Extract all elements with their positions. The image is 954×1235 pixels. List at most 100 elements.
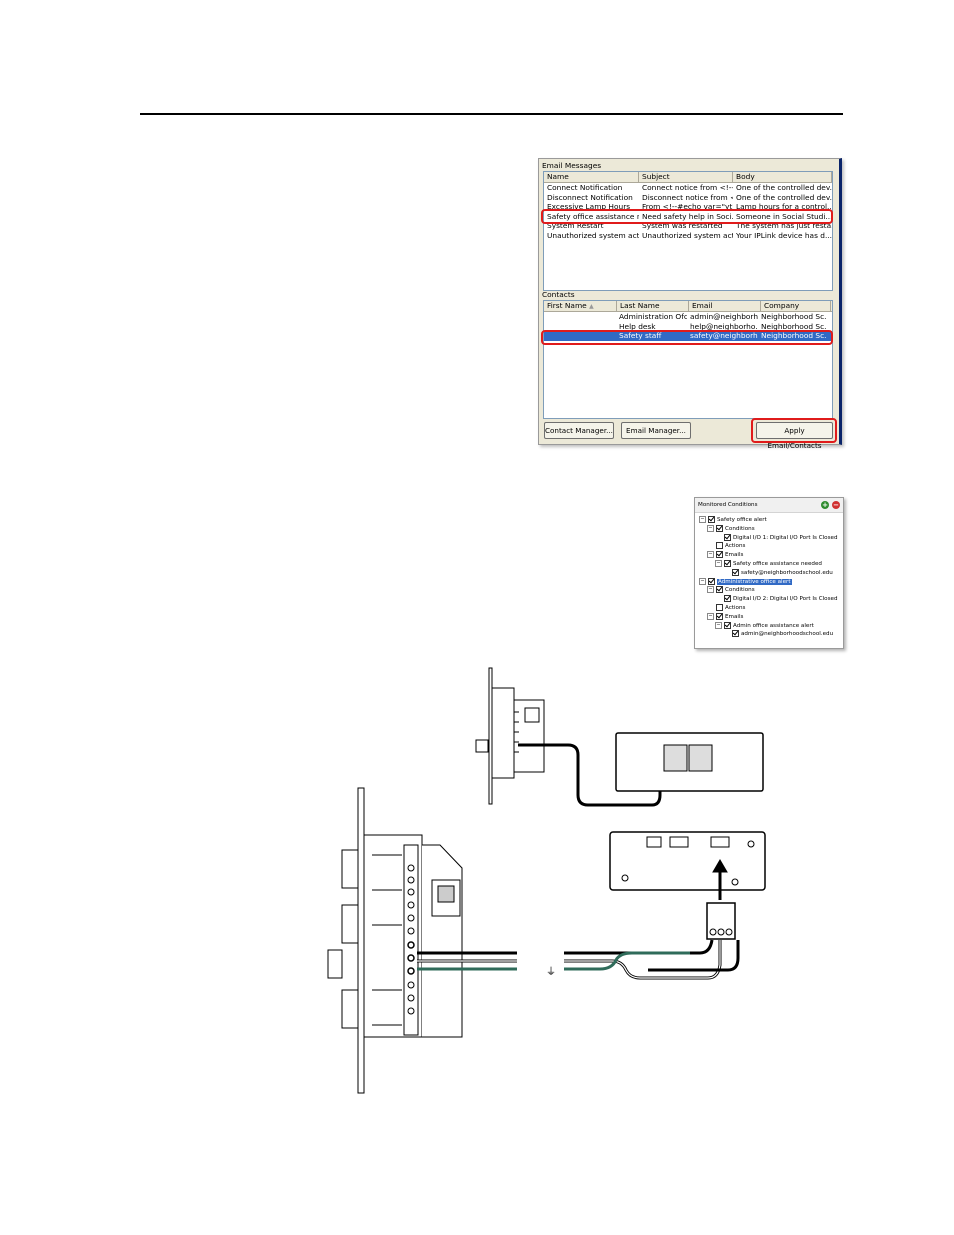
tree-item-label: admin@neighborhoodschool.edu <box>741 631 834 638</box>
card-port-1 <box>646 836 662 848</box>
remove-condition-icon[interactable]: − <box>832 501 840 509</box>
interface-card <box>609 831 766 891</box>
collapse-icon[interactable]: − <box>707 524 714 532</box>
checkbox-icon[interactable] <box>716 542 723 550</box>
three-wire-cable <box>417 939 740 980</box>
tree-item-label: Conditions <box>725 525 755 532</box>
large-wall-plate <box>357 787 365 1094</box>
column-header-first-name[interactable]: First Name ▲ <box>544 301 617 311</box>
tree-item-label: Actions <box>725 605 746 611</box>
tree-item-label: Emails <box>725 552 744 559</box>
collapse-icon[interactable]: − <box>715 560 722 567</box>
email-message-cell: Disconnect Notification <box>547 192 633 202</box>
tree-item[interactable]: Digital I/O 1: Digital I/O Port Is Close… <box>715 533 838 543</box>
column-header-last-name[interactable]: Last Name <box>617 301 689 311</box>
contact-manager-button[interactable]: Contact Manager... <box>544 422 614 439</box>
tree-item[interactable]: −Conditions <box>707 586 755 595</box>
tree-item[interactable]: −Safety office assistance needed <box>715 560 822 569</box>
monitored-conditions-title: Monitored Conditions <box>698 502 758 508</box>
email-message-row[interactable]: Unauthorized system activityUnauthorized… <box>544 231 832 241</box>
small-wall-plate <box>488 667 493 805</box>
apply-email-contacts-button[interactable]: Apply Email/Contacts <box>756 422 833 450</box>
email-message-row[interactable]: Safety office assistance n...Need safety… <box>544 212 832 222</box>
checkbox-icon[interactable] <box>724 533 731 541</box>
contacts-list[interactable]: First Name ▲ Last Name Email Company Adm… <box>543 300 833 419</box>
email-messages-group-title: Email Messages <box>542 161 602 170</box>
header-rule <box>140 113 843 115</box>
tree-item[interactable]: − Emails <box>707 551 743 560</box>
email-message-cell: The system has just resta... <box>736 221 832 230</box>
tree-item[interactable]: Actions <box>707 604 745 613</box>
switch-right <box>688 744 713 772</box>
switch-left <box>663 744 688 772</box>
email-message-cell: Unauthorized system acti... <box>642 230 733 240</box>
ground-symbol: ⏚ <box>546 966 556 978</box>
contact-cell: Neighborhood Sc... <box>761 312 827 321</box>
checkbox-icon[interactable] <box>708 577 715 585</box>
email-contacts-panel: Email Messages Name Subject Body Connect… <box>538 158 842 450</box>
column-header-subject[interactable]: Subject <box>639 172 734 182</box>
tree-item[interactable]: Actions <box>707 542 745 551</box>
collapse-icon[interactable]: − <box>699 577 706 585</box>
card-port-2 <box>669 836 689 848</box>
column-header-body[interactable]: Body <box>733 172 832 182</box>
checkbox-icon[interactable] <box>716 586 723 594</box>
collapse-icon[interactable]: − <box>699 516 706 523</box>
contact-cell: Help desk <box>619 321 656 331</box>
checkbox-icon[interactable] <box>708 516 715 523</box>
collapse-icon[interactable]: − <box>707 612 714 620</box>
tree-item[interactable]: safety@neighborhoodschool.edu <box>723 568 833 578</box>
tree-item[interactable]: admin@neighborhoodschool.edu <box>723 630 833 639</box>
collapse-icon[interactable]: − <box>707 586 714 594</box>
checkbox-icon[interactable] <box>716 524 723 532</box>
email-message-cell: One of the controlled dev... <box>736 192 832 202</box>
tree-item-label: Actions <box>725 543 746 550</box>
tree-item[interactable]: − Administrative office alert <box>699 577 792 587</box>
tree-item-label: Emails <box>725 613 744 620</box>
email-messages-header: Name Subject Body <box>544 172 832 183</box>
email-message-cell: Connect notice from <!--#... <box>642 183 733 192</box>
email-message-cell: System was restarted <box>642 221 723 230</box>
tree-item[interactable]: − Emails <box>707 612 744 622</box>
add-condition-icon[interactable]: + <box>821 501 829 509</box>
checkbox-icon[interactable] <box>732 630 739 638</box>
column-header-email[interactable]: Email <box>689 301 761 311</box>
checkbox-icon[interactable] <box>716 604 723 611</box>
contact-cell: safety@neighborh... <box>690 331 758 340</box>
highlight-safety-message <box>541 209 833 224</box>
checkbox-icon[interactable] <box>724 595 731 603</box>
contact-cell: help@neighborho... <box>690 321 758 331</box>
contact-cell: admin@neighborh... <box>690 312 758 321</box>
contact-cell: Safety staff <box>619 331 662 340</box>
contact-cell: Administration Ofc <box>619 312 687 321</box>
column-header-name[interactable]: Name <box>544 172 640 182</box>
collapse-icon[interactable]: − <box>707 551 714 559</box>
checkbox-icon[interactable] <box>724 560 731 567</box>
column-header-company[interactable]: Company <box>761 301 831 311</box>
tree-item[interactable]: − Conditions <box>707 524 755 534</box>
checkbox-icon[interactable] <box>732 568 739 576</box>
tree-item[interactable]: −Admin office assistance alert <box>715 621 814 631</box>
checkbox-icon[interactable] <box>724 621 731 629</box>
email-message-cell: Safety office assistance n... <box>547 211 639 221</box>
checkbox-icon[interactable] <box>716 612 723 620</box>
card-port-3 <box>710 836 730 848</box>
email-message-cell: Lamp hours for a control... <box>736 202 832 211</box>
tree-item-label: Administrative office alert <box>717 578 792 585</box>
highlight-safety-contact <box>541 330 833 345</box>
email-manager-button[interactable]: Email Manager... <box>621 422 691 439</box>
checkbox-icon[interactable] <box>716 551 723 559</box>
tree-item[interactable]: −Safety office alert <box>699 516 767 525</box>
tree-item-label: safety@neighborhoodschool.edu <box>741 569 833 576</box>
tree-item[interactable]: Digital I/O 2: Digital I/O Port Is Close… <box>715 595 838 604</box>
collapse-icon[interactable]: − <box>715 621 722 629</box>
